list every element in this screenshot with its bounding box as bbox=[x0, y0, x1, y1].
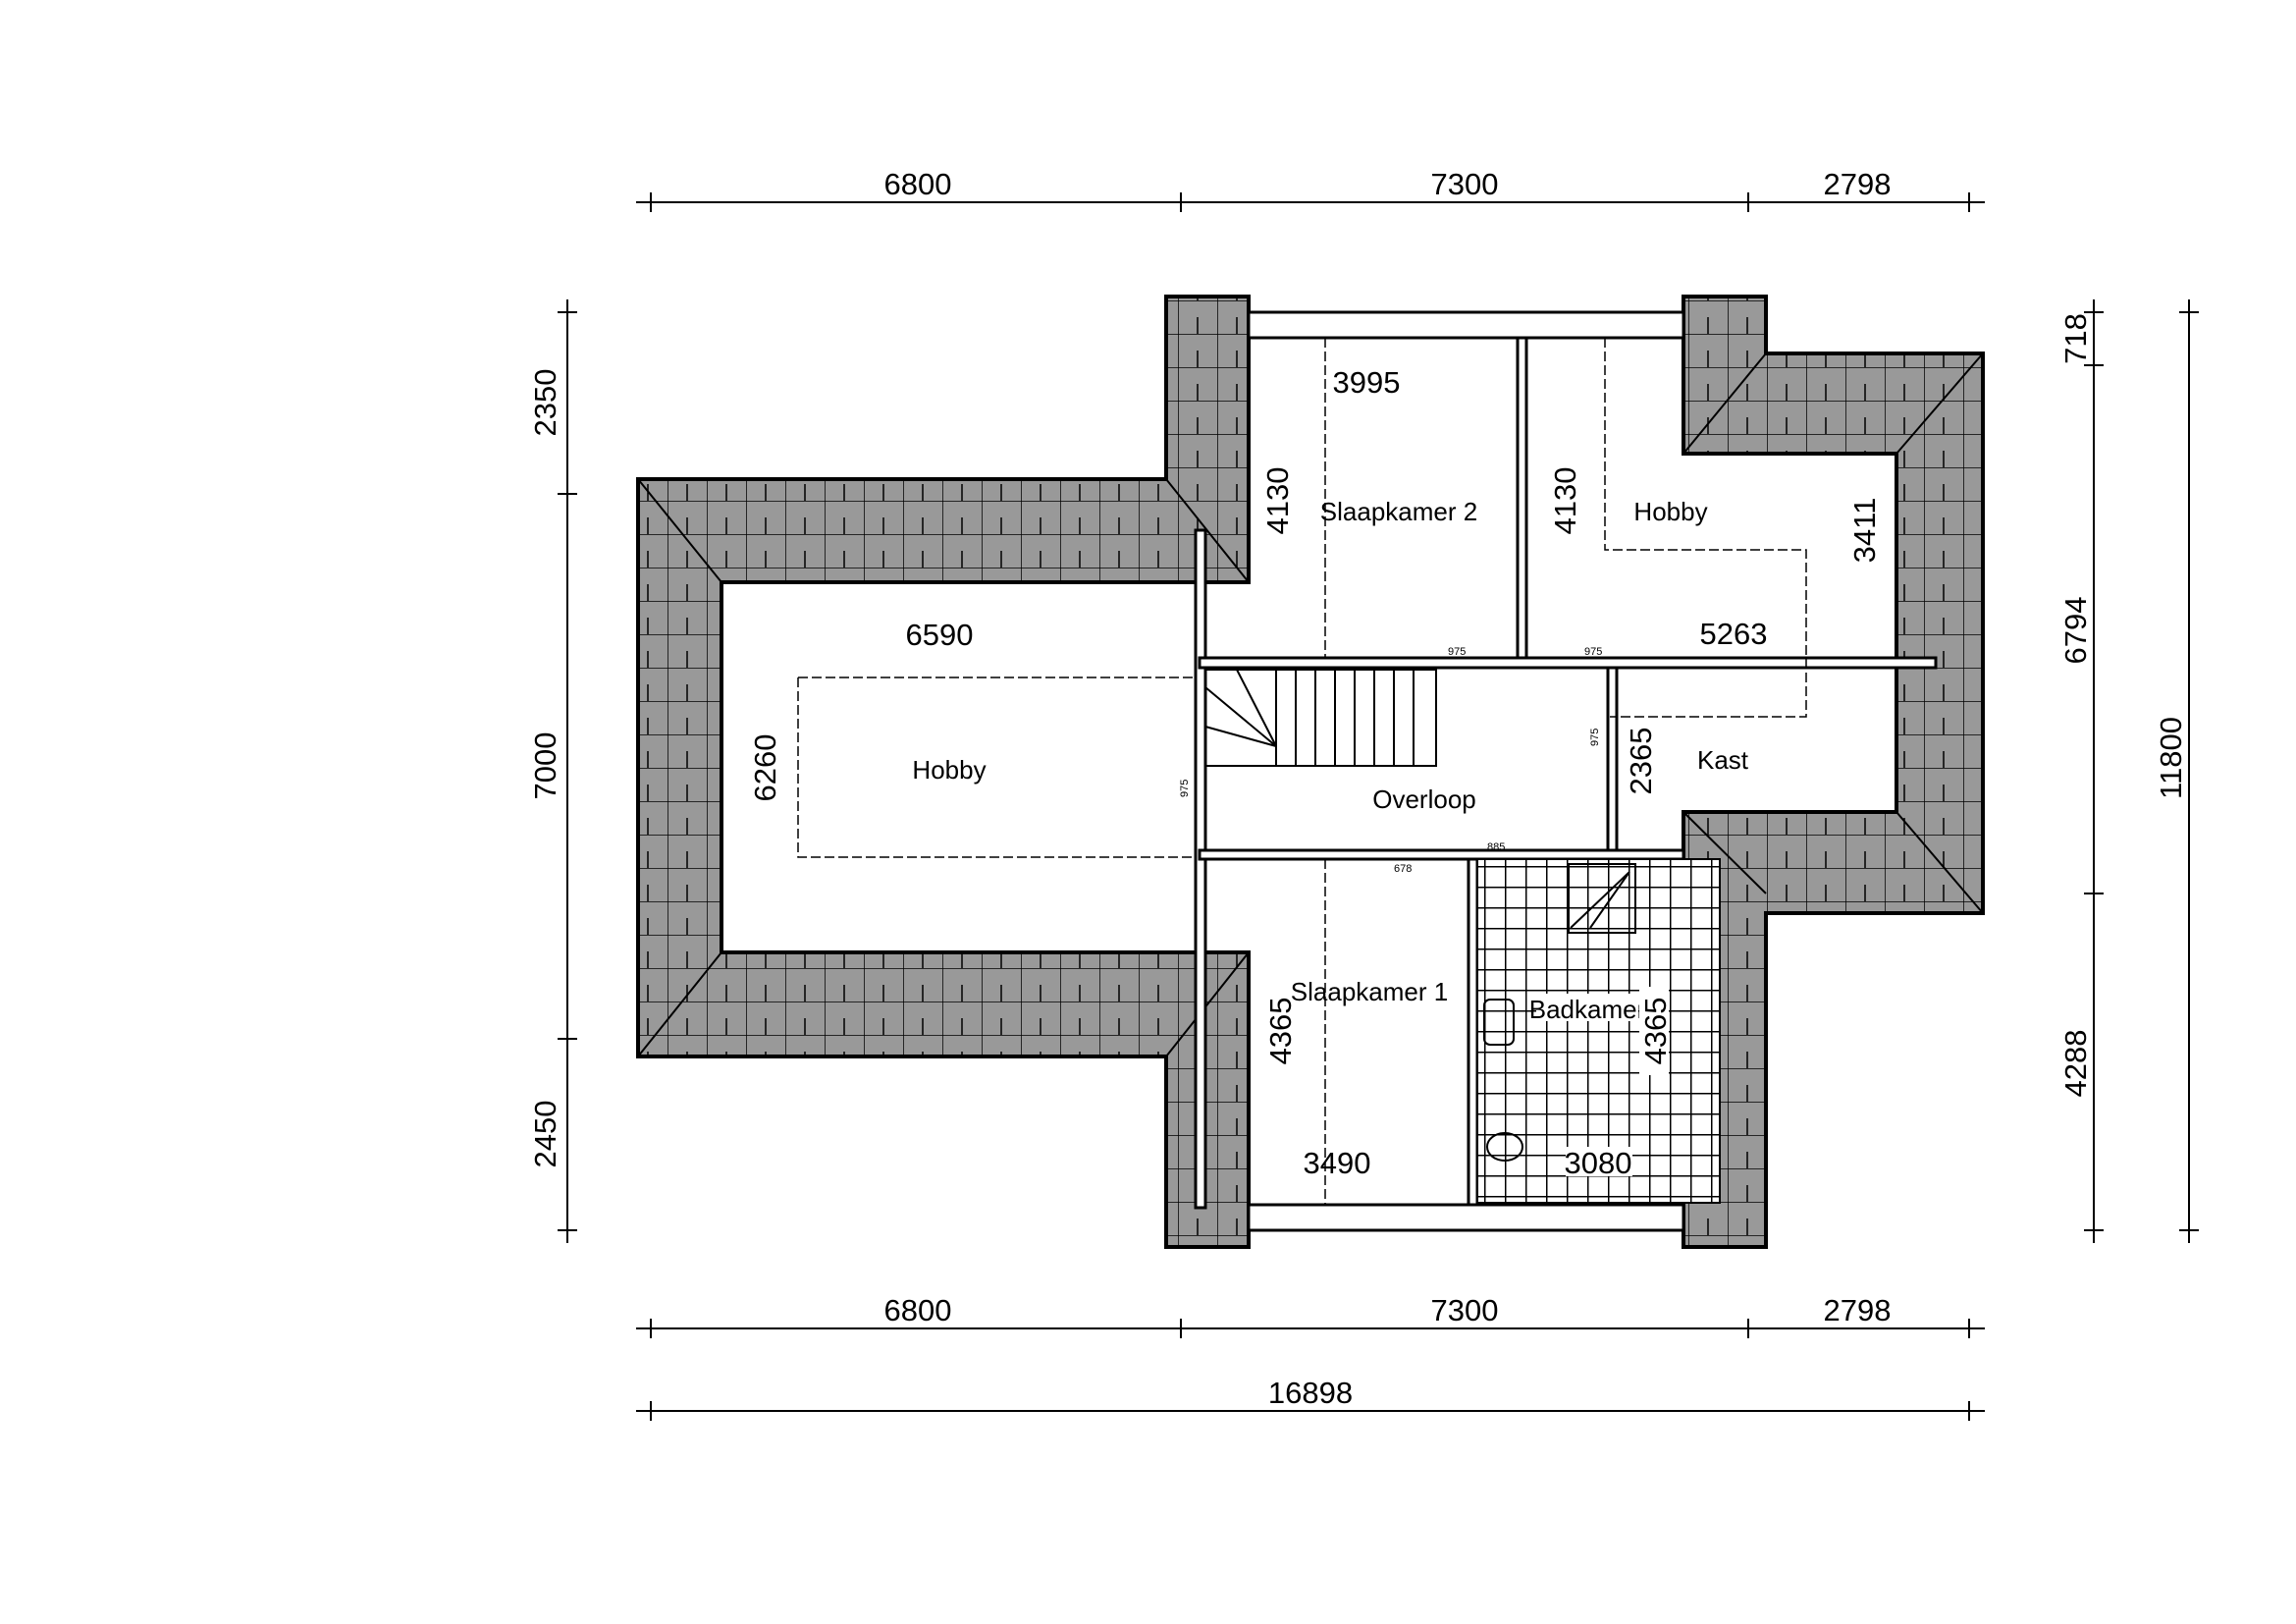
hobby-left-name: Hobby bbox=[912, 755, 986, 785]
dim-top-3: 2798 bbox=[1824, 167, 1892, 201]
hobby-right-width: 5263 bbox=[1700, 617, 1768, 651]
dim-bottom-1: 6800 bbox=[884, 1293, 952, 1327]
hobby-left-depth: 6260 bbox=[748, 734, 782, 802]
slaapkamer-2-width: 3995 bbox=[1333, 365, 1401, 400]
dim-top-1: 6800 bbox=[884, 167, 952, 201]
kast-depth: 2365 bbox=[1624, 728, 1658, 795]
badkamer-name: Badkamer bbox=[1529, 995, 1646, 1024]
dim-bottom-2: 7300 bbox=[1431, 1293, 1499, 1327]
kast-name: Kast bbox=[1697, 745, 1749, 775]
staircase bbox=[1204, 669, 1437, 767]
roof-sections bbox=[636, 295, 1985, 1249]
badkamer-depth: 4365 bbox=[1638, 998, 1673, 1065]
dimension-lines bbox=[558, 192, 2199, 1421]
sink-icon bbox=[1483, 999, 1515, 1046]
slaapkamer-1-name: Slaapkamer 1 bbox=[1291, 977, 1448, 1006]
dim-left-1: 2350 bbox=[528, 369, 562, 437]
door-label: 975 bbox=[1589, 729, 1601, 746]
door-label: 885 bbox=[1487, 841, 1505, 853]
slaapkamer-2-name: Slaapkamer 2 bbox=[1320, 497, 1477, 526]
dim-overall-height: 11800 bbox=[2154, 717, 2188, 799]
door-label: 975 bbox=[1584, 646, 1602, 658]
dim-right-2: 6794 bbox=[2058, 597, 2093, 665]
dim-top-2: 7300 bbox=[1431, 167, 1499, 201]
door-label: 678 bbox=[1394, 863, 1412, 875]
shower-icon bbox=[1568, 863, 1636, 934]
slaapkamer-1-width: 3490 bbox=[1304, 1146, 1371, 1180]
hobby-left-width: 6590 bbox=[906, 618, 974, 652]
dim-right-3: 4288 bbox=[2058, 1030, 2093, 1098]
dim-left-3: 2450 bbox=[528, 1101, 562, 1168]
hobby-right-depth-right: 3411 bbox=[1847, 498, 1882, 564]
dim-left-2: 7000 bbox=[528, 732, 562, 800]
door-label: 975 bbox=[1448, 646, 1466, 658]
door-label: 975 bbox=[1179, 780, 1191, 797]
dim-right-1: 718 bbox=[2058, 313, 2093, 364]
hobby-right-outline bbox=[1604, 338, 1807, 718]
interior-walls bbox=[1194, 310, 1938, 1232]
overloop-name: Overloop bbox=[1372, 785, 1476, 814]
hobby-right-name: Hobby bbox=[1633, 497, 1707, 526]
dim-overall-width: 16898 bbox=[1268, 1376, 1353, 1410]
badkamer-width: 3080 bbox=[1565, 1146, 1632, 1180]
toilet-icon bbox=[1486, 1132, 1523, 1162]
slaapkamer-2-depth: 4130 bbox=[1260, 467, 1295, 535]
dim-bottom-3: 2798 bbox=[1824, 1293, 1892, 1327]
slaapkamer-1-depth: 4365 bbox=[1263, 998, 1298, 1065]
hobby-right-depth-left: 4130 bbox=[1548, 467, 1582, 535]
hobby-left-outline bbox=[797, 677, 1193, 858]
